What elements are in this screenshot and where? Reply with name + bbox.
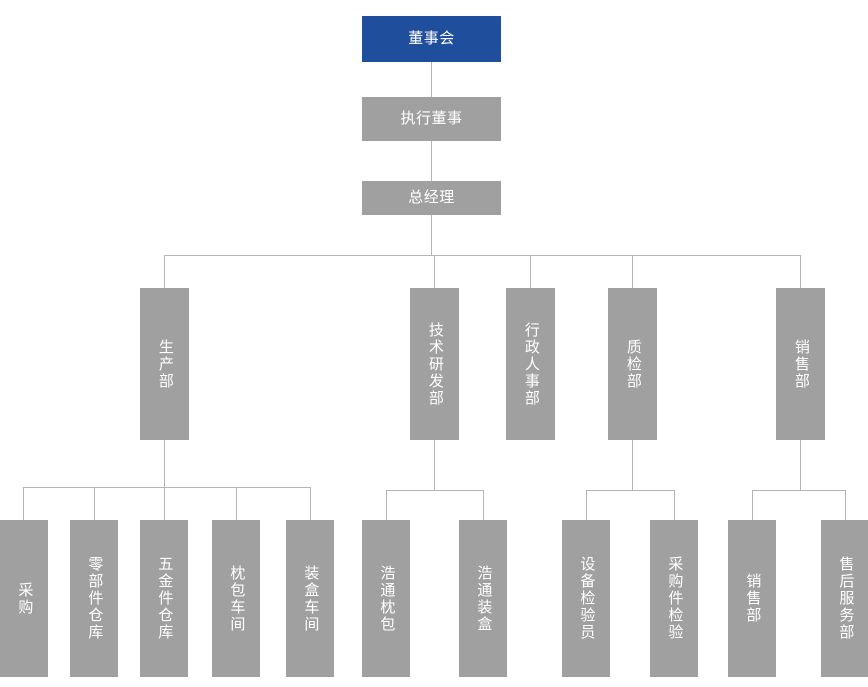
connector-drop-sales-team — [752, 490, 753, 520]
connector-board-to-executive — [431, 62, 432, 97]
connector-drop-equipment-inspector — [586, 490, 587, 520]
connector-drop-tech-rnd — [434, 255, 435, 288]
connector-gm-trunk — [431, 215, 432, 255]
org-node-purchasing[interactable]: 采购 — [0, 520, 48, 677]
org-node-production-dept[interactable]: 生产部 — [140, 288, 189, 440]
org-node-after-sales-service[interactable]: 售后服务部 — [821, 520, 868, 677]
org-node-pillow-pack-workshop[interactable]: 枕包车间 — [212, 520, 260, 677]
connector-drop-after-sales-service — [845, 490, 846, 520]
connector-sales-bus — [752, 490, 845, 491]
connector-drop-sales — [800, 255, 801, 288]
org-node-parts-warehouse[interactable]: 零部件仓库 — [70, 520, 118, 677]
org-node-quality-dept[interactable]: 质检部 — [608, 288, 657, 440]
org-node-tech-rnd-dept[interactable]: 技术研发部 — [410, 288, 459, 440]
org-node-boxing-workshop[interactable]: 装盒车间 — [286, 520, 334, 677]
org-node-haotong-pillow-pack[interactable]: 浩通枕包 — [362, 520, 410, 677]
connector-departments-bus — [164, 255, 800, 256]
connector-drop-hardware-warehouse — [164, 487, 165, 520]
connector-production-trunk — [164, 440, 165, 487]
org-node-sales-team[interactable]: 销售部 — [728, 520, 776, 677]
connector-executive-to-gm — [431, 141, 432, 181]
connector-drop-quality — [632, 255, 633, 288]
org-node-sales-dept[interactable]: 销售部 — [776, 288, 825, 440]
org-node-admin-hr-dept[interactable]: 行政人事部 — [506, 288, 555, 440]
connector-tech-rnd-trunk — [434, 440, 435, 490]
connector-drop-admin-hr — [530, 255, 531, 288]
connector-drop-haotong-boxing — [483, 490, 484, 520]
connector-drop-parts-warehouse — [94, 487, 95, 520]
connector-drop-pillow-pack-workshop — [236, 487, 237, 520]
org-node-purchased-parts-inspection[interactable]: 采购件检验 — [650, 520, 698, 677]
connector-drop-boxing-workshop — [310, 487, 311, 520]
org-node-equipment-inspector[interactable]: 设备检验员 — [562, 520, 610, 677]
connector-drop-haotong-pillow-pack — [386, 490, 387, 520]
connector-quality-trunk — [632, 440, 633, 490]
connector-quality-bus — [586, 490, 674, 491]
connector-drop-purchasing — [23, 487, 24, 520]
org-node-board[interactable]: 董事会 — [362, 16, 501, 62]
org-node-executive-director[interactable]: 执行董事 — [362, 97, 501, 141]
org-node-general-manager[interactable]: 总经理 — [362, 181, 501, 215]
org-node-haotong-boxing[interactable]: 浩通装盒 — [459, 520, 507, 677]
connector-drop-purchased-parts-inspection — [674, 490, 675, 520]
connector-sales-trunk — [800, 440, 801, 490]
org-node-hardware-warehouse[interactable]: 五金件仓库 — [140, 520, 188, 677]
connector-tech-rnd-bus — [386, 490, 483, 491]
connector-production-bus — [23, 487, 311, 488]
connector-drop-production — [164, 255, 165, 288]
